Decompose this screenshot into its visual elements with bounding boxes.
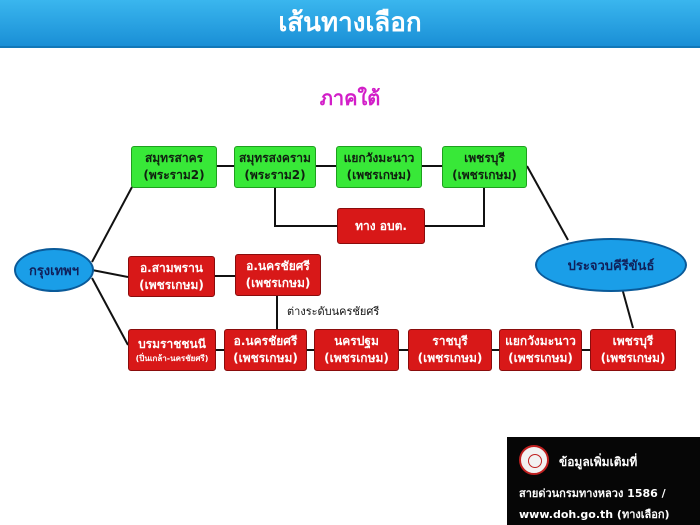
node-name: สมุทรสงคราม [239,151,311,165]
info-panel: ข้อมูลเพิ่มเติมที่ สายด่วนกรมทางหลวง 158… [507,437,700,525]
node-name: อ.นครชัยศรี [233,334,298,348]
upper-node-yaek-wang-manao: แยกวังมะนาว (เพชรเกษม) [336,146,422,188]
node-road: (เพชรเกษม) [233,351,298,365]
department-seal-icon [519,445,549,475]
interchange-note: ต่างระดับนครชัยศรี [287,305,380,318]
connector-start-lower [91,277,129,346]
node-road: (พระราม2) [143,168,205,182]
lower-node-borommaratchachonnani: บรมราชชนนี (ปิ่นเกล้า-นครชัยศรี) [128,329,216,371]
node-name: เพชรบุรี [612,334,654,348]
upper-node-samut-sakhon: สมุทรสาคร (พระราม2) [131,146,217,188]
node-road: (เพชรเกษม) [245,276,311,290]
info-hotline: สายด่วนกรมทางหลวง 1586 / [519,487,666,500]
node-road: (ปิ่นเกล้า-นครชัยศรี) [135,353,209,363]
node-name: แยกวังมะนาว [505,334,576,348]
end-node-prachuap: ประจวบคีรีขันธ์ [535,238,687,292]
middle-node-sam-phran: อ.สามพราน (เพชรเกษม) [128,256,215,297]
info-website-link[interactable]: www.doh.go.th (ทางเลือก) [519,508,670,521]
bypass-label: ทาง อบต. [355,218,407,233]
node-name: อ.สามพราน [139,260,204,275]
lower-node-nakhon-pathom: นครปฐม (เพชรเกษม) [314,329,399,371]
connector-start-middle [91,269,129,278]
info-heading: ข้อมูลเพิ่มเติมที่ [559,455,638,469]
node-name: สมุทรสาคร [144,151,204,165]
node-name: เพชรบุรี [464,151,505,165]
node-road: (เพชรเกษม) [452,168,517,182]
start-label: กรุงเทพฯ [28,263,80,279]
node-road: (เพชรเกษม) [600,351,666,365]
upper-node-samut-songkhram: สมุทรสงคราม (พระราม2) [234,146,316,188]
connector-lower-6-end [621,287,634,329]
connector-start-upper [91,186,133,263]
bypass-node-tao: ทาง อบต. [337,208,425,244]
node-road: (เพชรเกษม) [417,351,483,365]
lower-node-nakhon-chai-si: อ.นครชัยศรี (เพชรเกษม) [224,329,307,371]
lower-node-phetchaburi: เพชรบุรี (เพชรเกษม) [590,329,676,371]
node-name: นครปฐม [334,334,379,348]
node-name: แยกวังมะนาว [343,151,415,165]
node-road: (เพชรเกษม) [508,351,573,365]
upper-node-phetchaburi: เพชรบุรี (เพชรเกษม) [442,146,527,188]
start-node-bangkok: กรุงเทพฯ [14,248,94,292]
lower-node-yaek-wang-manao: แยกวังมะนาว (เพชรเกษม) [499,329,582,371]
page-title: เส้นทางเลือก [0,0,700,48]
lower-node-ratchaburi: ราชบุรี (เพชรเกษม) [408,329,492,371]
end-label: ประจวบคีรีขันธ์ [567,258,655,274]
node-road: (เพชรเกษม) [324,351,389,365]
middle-node-nakhon-chai-si: อ.นครชัยศรี (เพชรเกษม) [235,254,321,296]
node-road: (เพชรเกษม) [139,277,204,292]
node-road: (เพชรเกษม) [346,168,412,182]
connector-upper-4-end [526,165,569,241]
node-name: บรมราชชนนี [138,336,206,351]
node-road: (พระราม2) [244,168,306,182]
region-label: ภาคใต้ [319,86,381,110]
node-name: อ.นครชัยศรี [246,259,310,273]
node-name: ราชบุรี [432,334,468,348]
